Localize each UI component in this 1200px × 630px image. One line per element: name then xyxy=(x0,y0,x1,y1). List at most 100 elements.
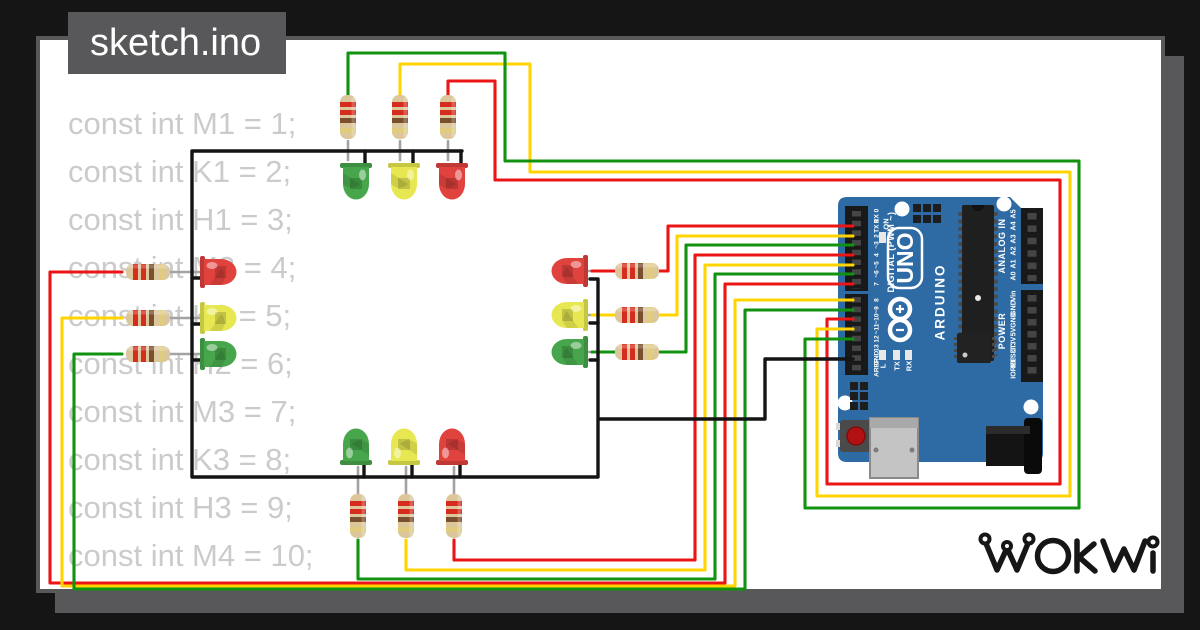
led-yellow[interactable] xyxy=(388,163,420,200)
pin-label: ~9 xyxy=(873,306,880,314)
wire-yellow-top-pin11[interactable] xyxy=(398,62,1072,498)
led-red[interactable] xyxy=(200,256,237,288)
uno-outline xyxy=(886,226,924,290)
power-header[interactable] xyxy=(1021,290,1043,382)
arduino-infinity-icon xyxy=(887,296,913,343)
pin-label: 7 xyxy=(873,282,880,286)
code-line: const int K3 = 8; xyxy=(68,442,292,477)
pin-label: A0 xyxy=(1010,271,1017,280)
analog-header[interactable] xyxy=(1021,208,1043,284)
pin-label: A1 xyxy=(1010,259,1017,268)
pin-label: 5V xyxy=(1010,327,1017,336)
on-label: ON xyxy=(882,218,891,229)
led-yellow[interactable] xyxy=(200,302,237,334)
pin-label: 8 xyxy=(873,298,880,302)
resistor[interactable] xyxy=(615,344,659,360)
pin-label: ~11 xyxy=(873,323,880,334)
rx-label: RX xyxy=(905,361,914,371)
wire-red-left-pin7[interactable] xyxy=(48,270,855,585)
atmega-chip xyxy=(958,205,998,361)
digital-silk-label: DIGITAL (PWM ~) xyxy=(886,212,896,293)
resistor[interactable] xyxy=(126,310,170,326)
pin-label: Vin xyxy=(1010,291,1017,302)
pin-label: ~5 xyxy=(873,261,880,269)
rx-led xyxy=(905,350,912,360)
led-green[interactable] xyxy=(340,428,372,466)
pin-label: 12 xyxy=(873,335,880,343)
code-line: const int M3 = 7; xyxy=(68,394,297,429)
pin-label: TX 1 xyxy=(873,219,880,233)
sketch-tab[interactable]: sketch.ino xyxy=(68,12,286,74)
power-silk-label: POWER xyxy=(997,313,1007,350)
pin-label: GND xyxy=(873,350,880,365)
pin-label: A2 xyxy=(1010,246,1017,255)
wokwi-logo xyxy=(978,532,1160,575)
usb-connector xyxy=(869,417,919,479)
led-red[interactable] xyxy=(436,428,468,466)
pin-label: ~10 xyxy=(873,313,880,324)
code-line: const int K1 = 2; xyxy=(68,154,292,189)
resistor[interactable] xyxy=(615,263,659,279)
wire-gnd-stubs xyxy=(190,149,600,479)
pin-label: RX 0 xyxy=(873,208,880,223)
code-line: const int H1 = 3; xyxy=(68,202,293,237)
power-led xyxy=(879,232,886,243)
tx-label: TX xyxy=(893,361,902,371)
wire-green-top-pin12[interactable] xyxy=(346,51,1081,510)
mounting-hole xyxy=(996,196,1012,212)
resistor[interactable] xyxy=(392,95,408,139)
l-led xyxy=(879,350,886,360)
usb-interface-chip xyxy=(954,333,995,363)
wire-yellow-left-pin8[interactable] xyxy=(60,298,855,588)
led-green[interactable] xyxy=(200,338,237,370)
pin-label: 2 xyxy=(873,234,880,238)
mounting-hole xyxy=(837,395,853,411)
icsp-header xyxy=(913,204,941,223)
reset-button[interactable] xyxy=(836,420,876,452)
wire-yellow-bottom-pin5[interactable] xyxy=(404,263,855,572)
wire-red-top-pin10[interactable] xyxy=(446,79,1062,486)
resistor[interactable] xyxy=(126,264,170,280)
wire-green-bottom-pin6[interactable] xyxy=(356,272,855,581)
led-red[interactable] xyxy=(551,255,589,287)
wire-gnd-bus[interactable] xyxy=(190,149,855,479)
resistor[interactable] xyxy=(446,494,462,538)
resistor[interactable] xyxy=(615,307,659,323)
led-green[interactable] xyxy=(551,336,589,368)
wire-green-left-pin9[interactable] xyxy=(72,308,855,591)
uno-label: UNO xyxy=(892,232,918,283)
pin-label: RESET xyxy=(1010,344,1017,368)
l-label: L xyxy=(879,363,888,368)
mounting-hole xyxy=(894,201,910,217)
resistor[interactable] xyxy=(340,95,356,139)
arduino-uno-board[interactable]: RX 0 TX 1 2 ~3 4 ~5 ~6 7 8 ~9 ~10 ~11 12… xyxy=(836,196,1043,479)
resistor[interactable] xyxy=(350,494,366,538)
pin-label: A5 xyxy=(1010,209,1017,218)
pin-label: GND xyxy=(1010,300,1017,316)
resistor[interactable] xyxy=(398,494,414,538)
pin-label: ~6 xyxy=(873,270,880,278)
digital-header[interactable] xyxy=(845,206,868,375)
code-line: const int H3 = 9; xyxy=(68,490,293,525)
pin-label: AREF xyxy=(873,359,880,377)
led-yellow[interactable] xyxy=(551,299,589,331)
pin-label: GND xyxy=(1010,312,1017,328)
pin-label: 13 xyxy=(873,344,880,352)
led-red[interactable] xyxy=(436,163,468,200)
pin-label: A3 xyxy=(1010,234,1017,243)
code-line: const int M4 = 10; xyxy=(68,538,314,573)
icsp-header xyxy=(850,382,868,410)
code-line: const int M1 = 1; xyxy=(68,106,297,141)
logo-letter-o xyxy=(1034,537,1072,575)
resistor[interactable] xyxy=(126,346,170,362)
code-line: const int K2 = 5; xyxy=(68,298,292,333)
resistor[interactable] xyxy=(440,95,456,139)
led-green[interactable] xyxy=(340,163,372,200)
led-yellow[interactable] xyxy=(388,428,420,466)
wire-red-bottom-pin4[interactable] xyxy=(452,253,855,562)
analog-silk-label: ANALOG IN xyxy=(997,219,1007,274)
mounting-hole xyxy=(1023,399,1039,415)
pin-label: 4 xyxy=(873,253,880,257)
